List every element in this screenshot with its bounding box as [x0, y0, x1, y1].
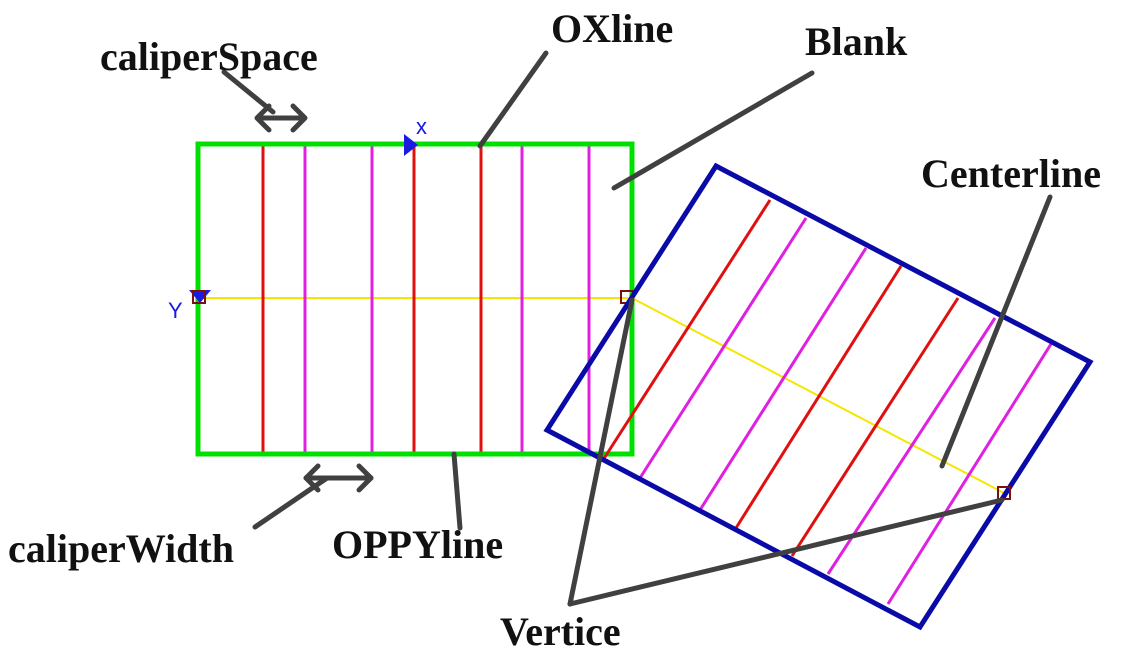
leader-lines — [221, 50, 1053, 607]
label-oppyline: OPPYline — [332, 522, 503, 567]
origin-vertex-marker — [192, 290, 206, 304]
x-axis-label: x — [416, 114, 427, 139]
x-axis-arrow — [404, 134, 418, 156]
blank-rotated — [543, 162, 1094, 631]
caliper-line — [886, 343, 1053, 605]
caliper-line — [790, 297, 960, 557]
label-blank: Blank — [805, 19, 908, 64]
caliper-width-arrow — [303, 463, 374, 493]
leader-vertice-2 — [567, 497, 1005, 607]
caliper-line — [601, 199, 772, 461]
leader-oxline — [477, 50, 549, 149]
y-axis-label: Y — [168, 298, 183, 323]
caliper-line — [638, 217, 808, 479]
leader-blank — [611, 70, 815, 191]
leader-vertice-1 — [567, 297, 635, 607]
leader-oppyline — [451, 451, 463, 531]
label-caliper-space: caliperSpace — [100, 34, 318, 79]
label-vertice: Vertice — [500, 609, 621, 654]
label-caliper-width: caliperWidth — [8, 526, 234, 571]
leader-centerline — [939, 194, 1053, 469]
caliper-space-arrow — [254, 103, 308, 133]
rotated-outline — [543, 162, 1094, 631]
leader-caliperspace — [221, 69, 276, 115]
label-oxline: OXline — [551, 6, 673, 51]
caliper-line — [734, 265, 903, 529]
caliper-line — [698, 247, 868, 511]
label-centerline: Centerline — [921, 151, 1101, 196]
caliper-line — [826, 317, 997, 575]
